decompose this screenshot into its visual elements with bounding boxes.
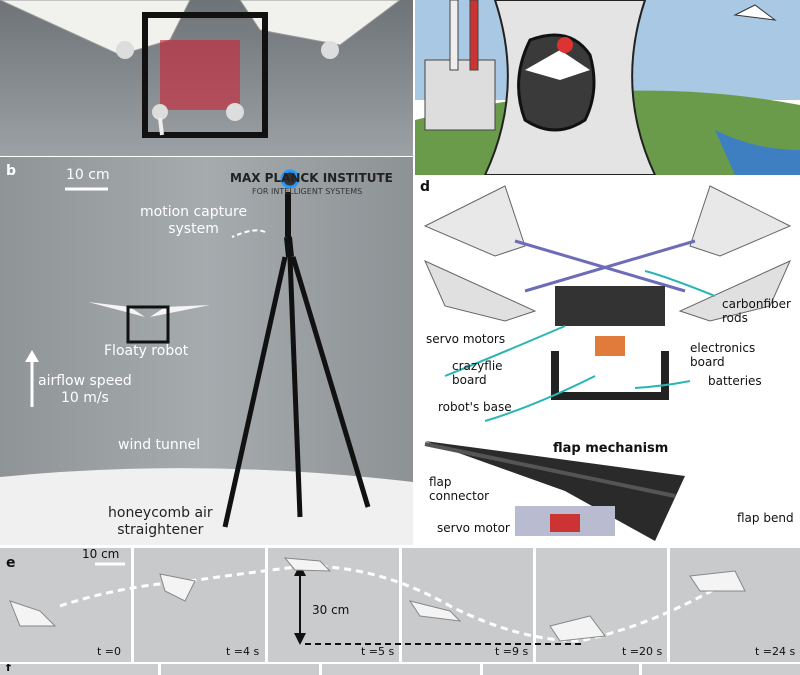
panel-c-illustration — [415, 0, 800, 175]
electronics-label: electronics board — [690, 341, 756, 369]
scalebar-label: 10 cm — [66, 167, 110, 183]
flap-bend-label: flap bend — [737, 511, 794, 525]
exploded-view-illustration — [423, 185, 792, 541]
robot-hover-illustration — [0, 0, 401, 138]
crazyflie-label: crazyflie board — [452, 359, 503, 387]
panel-f-frame — [161, 664, 319, 675]
wind-tunnel-illustration — [0, 169, 413, 545]
time-label: t =24 s — [755, 645, 796, 658]
panel-f-frame — [322, 664, 480, 675]
time-label: t =5 s — [361, 645, 395, 658]
wind-tunnel-label: wind tunnel — [118, 437, 201, 453]
height-label: 30 cm — [312, 603, 350, 617]
carbonfiber-label: carbonfiber rods — [722, 297, 791, 325]
panel-f-frame — [0, 664, 158, 675]
frame-t4 — [134, 548, 265, 662]
panel-f-strip: f — [0, 664, 800, 675]
panel-e-scalebar-label: 10 cm — [82, 547, 120, 561]
frame-t24 — [670, 548, 800, 662]
batteries-label: batteries — [708, 374, 762, 388]
panel-a-photo — [0, 0, 413, 156]
flap-mechanism-title: flap mechanism — [553, 441, 669, 456]
institute-logo-line1: MAX PLANCK INSTITUTE — [230, 171, 393, 185]
servo-motors-label: servo motors — [426, 332, 506, 346]
panel-f-frame — [642, 664, 800, 675]
robot-label: Floaty robot — [104, 343, 189, 359]
panel-b-label: b — [6, 163, 17, 179]
panel-d-label: d — [420, 179, 431, 195]
institute-logo-line2: FOR INTELLIGENT SYSTEMS — [252, 187, 363, 196]
robot-base-label: robot's base — [438, 400, 512, 414]
flap-connector-label: flap connector — [429, 475, 490, 503]
time-label: t =20 s — [622, 645, 663, 658]
panel-e-strip: e 10 cm 30 cm t =0 t =4 s t =5 s t =9 s … — [0, 546, 800, 664]
time-label: t =9 s — [495, 645, 529, 658]
power-plant-illustration — [415, 0, 800, 175]
panel-b-photo: b 10 cm MAX PLANCK INSTITUTE FOR INTELLI… — [0, 157, 413, 545]
servo-motor-label: servo motor — [437, 521, 510, 535]
trajectory-overlay — [9, 557, 746, 645]
panel-e-label: e — [6, 555, 16, 571]
time-label: t =0 — [97, 645, 122, 658]
panel-f-frame — [483, 664, 639, 675]
time-label: t =4 s — [226, 645, 260, 658]
honeycomb-label: honeycomb air straightener — [108, 505, 213, 538]
panel-d-diagram: d carbonfiber rods servo motors electron… — [415, 176, 800, 545]
motion-capture-label: motion capture system — [140, 204, 248, 237]
panel-f-label: f — [6, 664, 11, 674]
airflow-label: airflow speed 10 m/s — [38, 373, 132, 406]
